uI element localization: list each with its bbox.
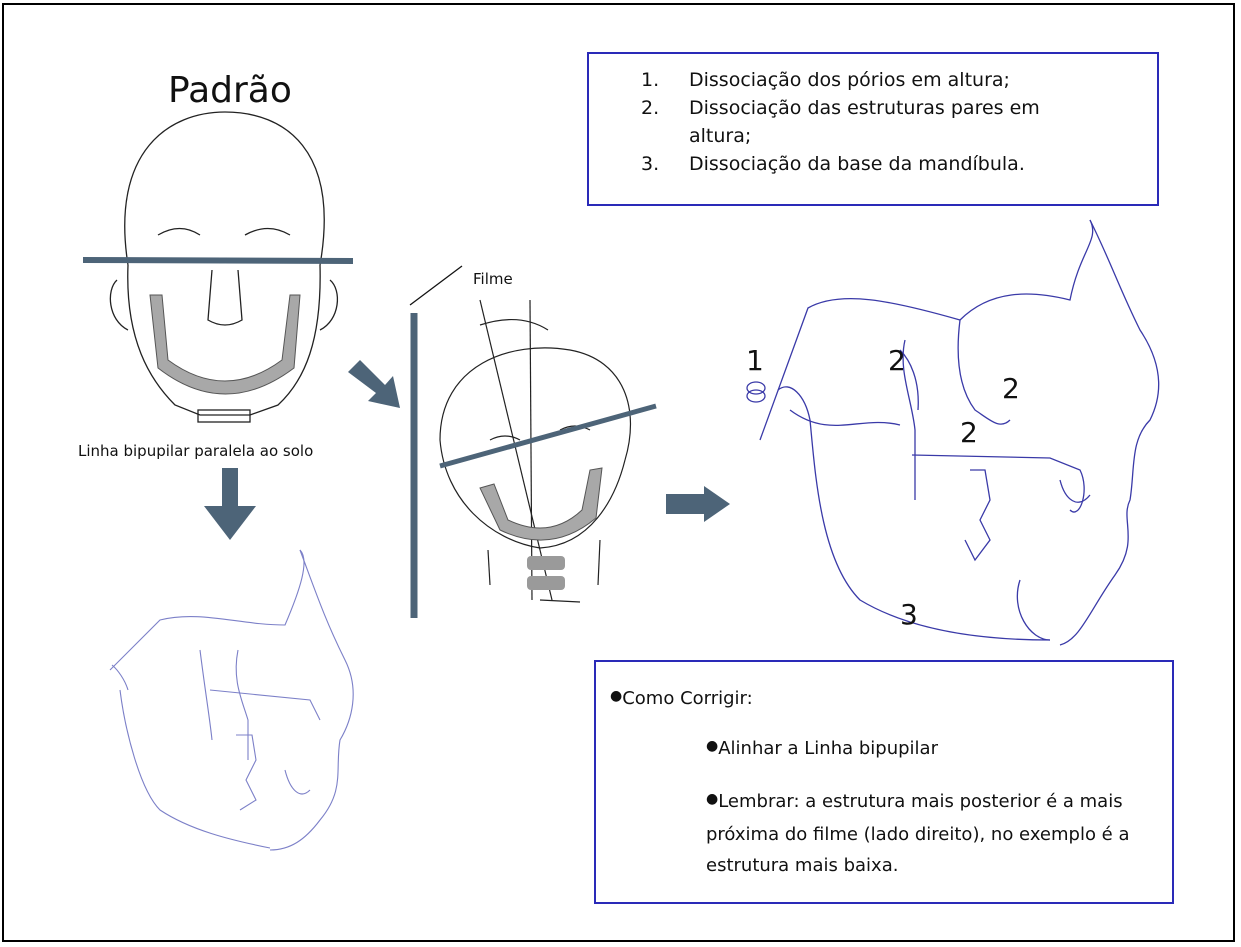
tilted-mandible bbox=[480, 468, 602, 540]
list-text: Dissociação dos pórios em altura; bbox=[689, 66, 1089, 94]
list-item: 2. Dissociação das estruturas pares em a… bbox=[641, 94, 1089, 150]
correction-box: ●Como Corrigir: ●Alinhar a Linha bipupil… bbox=[594, 660, 1174, 904]
list-number: 1. bbox=[641, 66, 689, 94]
list-item: 1. Dissociação dos pórios em altura; bbox=[641, 66, 1089, 94]
correction-step-2: ●Lembrar: a estrutura mais posterior é a… bbox=[706, 786, 1156, 881]
correction-step-1-text: Alinhar a Linha bipupilar bbox=[718, 738, 938, 759]
correction-heading: ●Como Corrigir: bbox=[610, 688, 753, 709]
porion-ellipses bbox=[747, 382, 765, 402]
bullet-icon: ● bbox=[706, 791, 718, 807]
front-head-standard bbox=[110, 112, 337, 422]
list-text: Dissociação da base da mandíbula. bbox=[689, 150, 1089, 178]
correction-step-2-text: Lembrar: a estrutura mais posterior é a … bbox=[706, 791, 1130, 876]
arrow-right bbox=[666, 486, 730, 522]
label-structure-2c: 2 bbox=[960, 416, 978, 449]
label-structure-2b: 2 bbox=[1002, 372, 1020, 405]
label-structure-2a: 2 bbox=[888, 344, 906, 377]
label-structure-3: 3 bbox=[900, 598, 918, 631]
list-number: 3. bbox=[641, 150, 689, 178]
arrow-down bbox=[204, 468, 256, 540]
bipupillar-line-tilted bbox=[440, 406, 656, 466]
bullet-icon: ● bbox=[706, 738, 718, 754]
errors-list: 1. Dissociação dos pórios em altura; 2. … bbox=[641, 66, 1089, 178]
bipupillar-line-standard bbox=[83, 260, 353, 261]
mandible-shade bbox=[150, 295, 300, 394]
label-structure-1: 1 bbox=[746, 344, 764, 377]
list-number: 2. bbox=[641, 94, 689, 150]
film-slash bbox=[410, 266, 462, 305]
lateral-tracing-small bbox=[110, 550, 353, 850]
arrow-diagonal bbox=[348, 360, 400, 408]
bullet-icon: ● bbox=[610, 688, 622, 704]
correction-step-1: ●Alinhar a Linha bipupilar bbox=[706, 738, 938, 759]
list-text: Dissociação das estruturas pares em altu… bbox=[689, 94, 1089, 150]
correction-heading-text: Como Corrigir: bbox=[622, 688, 753, 709]
errors-box: 1. Dissociação dos pórios em altura; 2. … bbox=[587, 52, 1159, 206]
list-item: 3. Dissociação da base da mandíbula. bbox=[641, 150, 1089, 178]
